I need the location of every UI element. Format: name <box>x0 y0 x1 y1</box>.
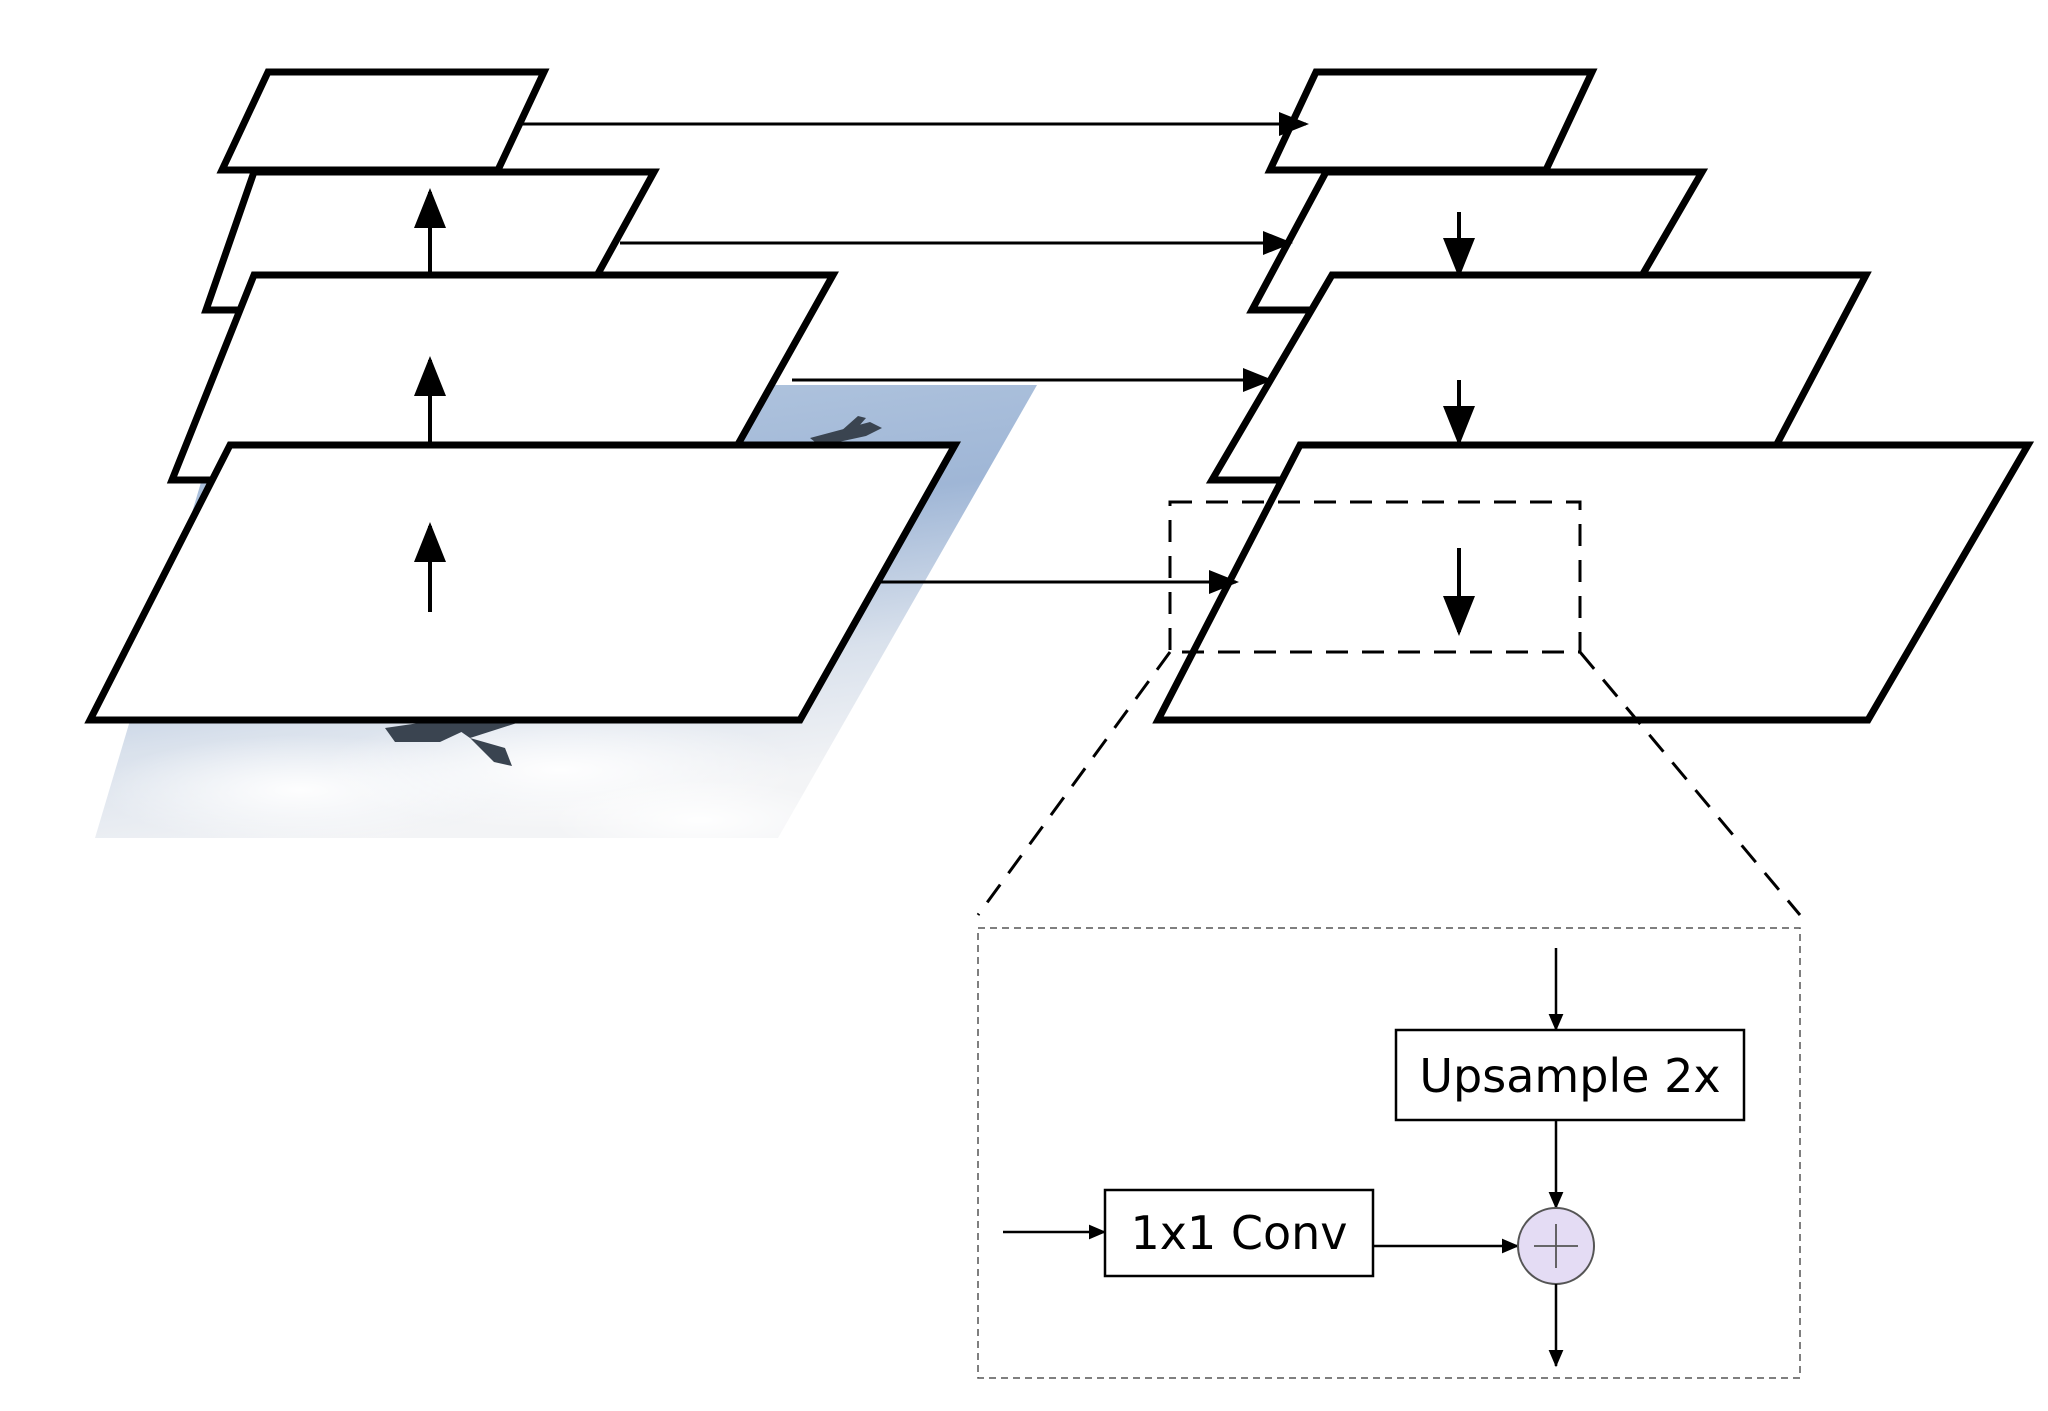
upsample-box <box>1394 1028 1746 1122</box>
bottom-up-pyramid <box>84 68 961 724</box>
zoom-line-right <box>1578 651 1802 916</box>
merge-detail-block: Upsample 2x 1x1 Conv <box>977 927 1801 1379</box>
top-down-level-1 <box>1264 68 1598 174</box>
zoom-line-left <box>976 651 1172 916</box>
conv-label: 1x1 Conv <box>1130 1206 1347 1260</box>
zoom-rectangle <box>1168 500 1582 654</box>
zoom-region <box>976 500 1802 916</box>
plus-circle-icon <box>1517 1207 1595 1285</box>
upsample-label: Upsample 2x <box>1419 1049 1720 1103</box>
top-down-level-4 <box>1152 441 2035 724</box>
detail-frame <box>977 927 1801 1379</box>
bottom-up-level-1 <box>216 68 550 174</box>
lateral-connections <box>522 112 1309 594</box>
bottom-up-level-4 <box>84 441 961 724</box>
conv-box <box>1103 1188 1375 1278</box>
top-down-pyramid <box>1152 68 2035 724</box>
airplane-icon <box>810 416 882 446</box>
